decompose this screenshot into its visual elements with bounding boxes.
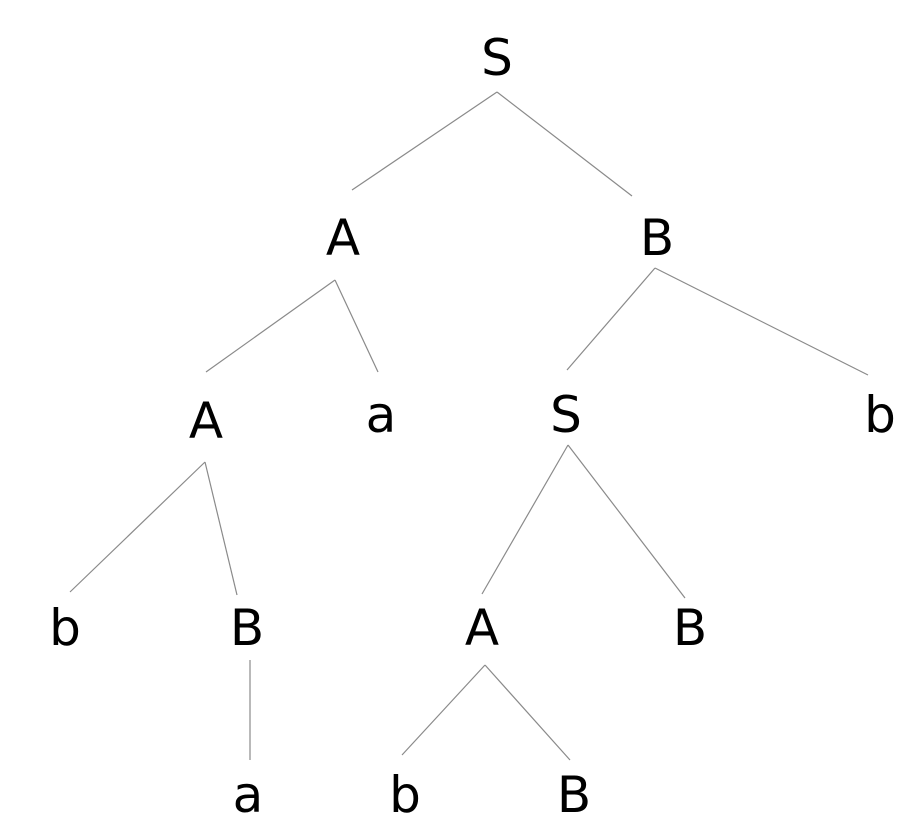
- tree-node-B: B: [557, 766, 591, 824]
- tree-node-B: B: [640, 209, 674, 267]
- tree-edge: [654, 267, 869, 376]
- tree-node-S: S: [481, 29, 513, 87]
- tree-edge: [566, 267, 656, 371]
- tree-node-S: S: [550, 386, 582, 444]
- tree-edge: [567, 444, 686, 599]
- tree-node-b: b: [49, 599, 81, 657]
- tree-node-A: A: [465, 599, 499, 657]
- tree-node-b: b: [389, 766, 421, 824]
- tree-node-B: B: [230, 599, 264, 657]
- tree-node-a: a: [233, 766, 264, 824]
- tree-node-A: A: [326, 209, 360, 267]
- tree-node-B: B: [673, 599, 707, 657]
- tree-node-a: a: [366, 386, 397, 444]
- tree-edge: [401, 664, 486, 756]
- tree-edge: [205, 279, 336, 373]
- edges: [69, 91, 869, 761]
- tree-node-A: A: [189, 392, 223, 450]
- tree-edge: [69, 461, 206, 593]
- tree-edge: [496, 91, 633, 197]
- tree-edge: [481, 444, 569, 595]
- tree-edge: [351, 91, 498, 191]
- tree-edge: [334, 279, 379, 373]
- tree-node-b: b: [864, 386, 896, 444]
- tree-edge: [204, 461, 238, 596]
- tree-edge: [484, 664, 571, 761]
